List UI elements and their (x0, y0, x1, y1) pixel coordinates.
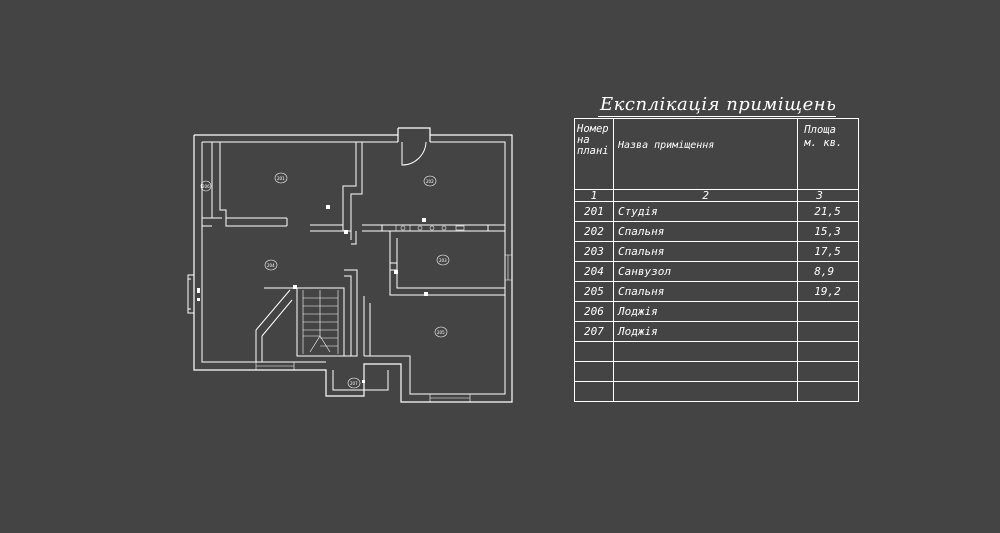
svg-text:206: 206 (202, 184, 210, 189)
room-marker-203: 203 (436, 254, 450, 266)
interior-walls (202, 142, 505, 391)
kitchen-fixtures (197, 205, 465, 383)
header-number: Номер на плані (574, 118, 614, 190)
svg-text:201: 201 (277, 176, 285, 181)
header-name: Назва приміщення (612, 118, 799, 190)
index-row: 1 2 3 (574, 189, 859, 202)
entry-door (397, 127, 431, 166)
header-area: Площа м. кв. (797, 118, 859, 190)
room-marker-206: 206 (200, 180, 212, 192)
room-marker-202: 202 (423, 175, 437, 187)
svg-text:202: 202 (426, 179, 434, 184)
outer-walls (187, 134, 513, 403)
svg-text:207: 207 (350, 381, 358, 386)
svg-text:205: 205 (437, 330, 445, 335)
table-row (574, 341, 859, 362)
svg-text:203: 203 (439, 258, 447, 263)
table-row (574, 361, 859, 382)
title-underline (598, 116, 836, 117)
table-row (574, 381, 859, 402)
stairs (302, 290, 339, 354)
header-row: Номер на плані Назва приміщення Площа м.… (574, 118, 859, 190)
room-marker-205: 205 (434, 326, 448, 338)
room-marker-204: 204 (264, 259, 278, 271)
floor-plan: 201 202 203 204 205 206 207 (187, 127, 513, 403)
svg-text:204: 204 (267, 263, 275, 268)
room-marker-201: 201 (274, 172, 288, 184)
room-marker-207: 207 (347, 377, 361, 389)
explication-table: Номер на плані Назва приміщення Площа м.… (574, 118, 859, 402)
room-markers: 201 202 203 204 205 206 207 (200, 172, 450, 389)
explication-title: Експлікація приміщень (600, 94, 837, 115)
